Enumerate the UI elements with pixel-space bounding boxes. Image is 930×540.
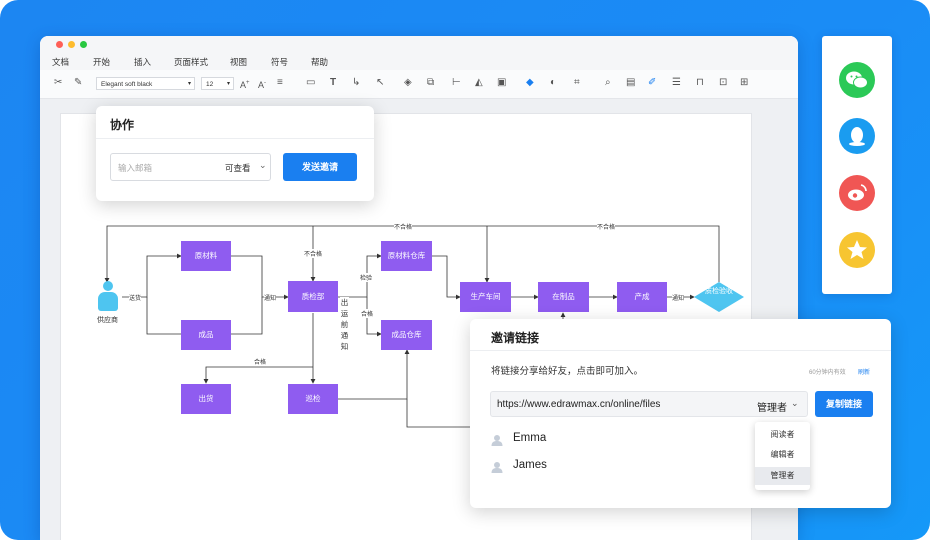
share-title: 邀请链接 — [491, 331, 540, 345]
menu-insert[interactable]: 插入 — [134, 57, 152, 67]
toolbar: ✂ ✎ Elegant soft black ▾ 12 ▾ A+ A- ≡ ▭ … — [40, 70, 798, 99]
refresh-link[interactable]: 刷新 — [858, 370, 871, 376]
menu-help[interactable]: 帮助 — [311, 57, 329, 67]
label-check: 检验 — [360, 273, 373, 282]
send-invite-button[interactable]: 发送邀请 — [283, 153, 357, 181]
menu-view[interactable]: 视图 — [230, 57, 248, 67]
chevron-down-icon[interactable]: ⌄ — [259, 160, 267, 170]
node-finished[interactable]: 成品 — [181, 320, 231, 350]
node-qc-dept[interactable]: 质检部 — [288, 281, 338, 312]
node-wip[interactable]: 在制品 — [538, 282, 589, 312]
font-family-value: Elegant soft black — [101, 81, 153, 88]
menu-symbol[interactable]: 符号 — [271, 57, 289, 67]
layers-icon[interactable]: ◈ — [404, 77, 412, 88]
font-size-value: 12 — [206, 81, 214, 88]
wechat-icon[interactable] — [839, 62, 875, 98]
node-qc-accept[interactable]: 质检验收 — [705, 288, 733, 295]
user-name: Emma — [513, 432, 547, 444]
align-left-icon[interactable]: ⊢ — [452, 77, 461, 88]
menu-bar: 文档 开始 插入 页面样式 视图 符号 帮助 — [40, 52, 798, 70]
flip-icon[interactable]: ◭ — [475, 77, 483, 88]
email-input[interactable]: 输入邮箱 可查看 ⌄ — [110, 153, 271, 181]
link-validity: 60分钟内有效 — [809, 370, 846, 376]
rectangle-icon[interactable]: ▭ — [306, 77, 316, 88]
dropdown-option-editor[interactable]: 编辑者 — [770, 450, 795, 459]
collaboration-panel: 协作 输入邮箱 可查看 ⌄ 发送邀请 — [96, 106, 374, 201]
document-icon[interactable]: ▤ — [626, 77, 636, 88]
label-fail-top-right: 不合格 — [597, 222, 616, 231]
image-icon[interactable]: ▣ — [497, 77, 507, 88]
social-share-sidebar — [822, 36, 892, 294]
close-window-button[interactable] — [56, 41, 63, 48]
fill-color-icon[interactable]: ◆ — [526, 77, 534, 88]
divider — [96, 138, 374, 139]
label-fail-mid: 不合格 — [304, 249, 323, 258]
font-family-select[interactable]: Elegant soft black ▾ — [96, 77, 195, 90]
connector-icon[interactable]: ↳ — [352, 77, 361, 88]
user-name: James — [513, 459, 547, 471]
minimize-window-button[interactable] — [68, 41, 75, 48]
user-avatar-icon — [491, 435, 503, 446]
font-size-select[interactable]: 12 ▾ — [201, 77, 234, 90]
qq-icon[interactable] — [839, 118, 875, 154]
maximize-window-button[interactable] — [80, 41, 87, 48]
dropdown-option-admin[interactable]: 管理者 — [755, 467, 810, 485]
user-avatar-icon — [491, 462, 503, 473]
qzone-icon[interactable] — [839, 232, 875, 268]
more-tools-icon[interactable]: ⊞ — [740, 77, 749, 88]
node-ship[interactable]: 出货 — [181, 384, 231, 414]
node-inspect[interactable]: 巡检 — [288, 384, 338, 414]
collab-title: 协作 — [110, 118, 135, 132]
line-style-icon[interactable]: ☰ — [672, 77, 681, 88]
email-placeholder: 输入邮箱 — [118, 163, 153, 173]
chevron-down-icon: ▾ — [187, 81, 191, 87]
link-url-field[interactable]: https://www.edrawmax.cn/online/files 管理者… — [490, 391, 808, 417]
menu-file[interactable]: 文档 — [52, 57, 70, 67]
format-painter-icon[interactable]: ✎ — [74, 77, 83, 88]
label-pass-1: 合格 — [361, 309, 374, 318]
menu-home[interactable]: 开始 — [93, 57, 111, 67]
menu-page-style[interactable]: 页面样式 — [174, 57, 209, 67]
node-raw-material[interactable]: 原材料 — [181, 241, 231, 271]
dropdown-option-reader[interactable]: 阅读者 — [770, 430, 795, 439]
label-notify-1: 通知 — [264, 293, 277, 302]
group-icon[interactable]: ⧉ — [427, 77, 435, 88]
invite-link-panel: 邀请链接 将链接分享给好友，点击即可加入。 60分钟内有效 刷新 https:/… — [470, 319, 891, 508]
chevron-down-icon: ▾ — [226, 81, 230, 87]
divider — [470, 350, 891, 351]
node-finished-store[interactable]: 成品仓库 — [381, 320, 432, 350]
crop-icon[interactable]: ⌗ — [574, 77, 580, 88]
label-deliver: 送货 — [129, 293, 142, 302]
search-icon[interactable]: ⌕ — [605, 77, 611, 88]
decrease-font-icon[interactable]: A- — [258, 80, 267, 90]
lock-icon[interactable]: ⊓ — [696, 77, 704, 88]
cut-icon[interactable]: ✂ — [54, 77, 63, 88]
weibo-icon[interactable] — [839, 175, 875, 211]
supplier-label: 供应商 — [97, 317, 118, 324]
permission-dropdown: 阅读者 编辑者 管理者 — [755, 422, 810, 490]
text-icon[interactable]: T — [330, 77, 337, 88]
title-bar — [40, 36, 798, 52]
label-fail-top-left: 不合格 — [394, 222, 413, 231]
pointer-icon[interactable]: ↖ — [376, 77, 385, 88]
frame-icon[interactable]: ⊡ — [719, 77, 728, 88]
node-raw-store[interactable]: 原材料仓库 — [381, 241, 432, 271]
label-notify-2: 通知 — [672, 293, 685, 302]
shape-style-icon[interactable]: ◐ — [550, 77, 557, 88]
align-icon[interactable]: ≡ — [277, 77, 283, 88]
chevron-down-icon[interactable]: ⌄ — [791, 398, 799, 408]
node-product[interactable]: 产成 — [617, 282, 667, 312]
copy-link-button[interactable]: 复制链接 — [815, 391, 873, 417]
permission-select[interactable]: 可查看 — [225, 163, 251, 173]
label-pass-2: 合格 — [254, 357, 267, 366]
label-outbound-notice: 出运前通知 — [340, 297, 349, 352]
node-workshop[interactable]: 生产车间 — [460, 282, 511, 312]
link-url: https://www.edrawmax.cn/online/files — [497, 399, 661, 410]
link-permission-select[interactable]: 管理者 — [757, 403, 787, 414]
line-color-icon[interactable]: ✐ — [648, 77, 657, 88]
share-description: 将链接分享给好友，点击即可加入。 — [491, 366, 644, 377]
supplier-person-icon[interactable] — [97, 281, 119, 312]
increase-font-icon[interactable]: A+ — [240, 80, 250, 90]
